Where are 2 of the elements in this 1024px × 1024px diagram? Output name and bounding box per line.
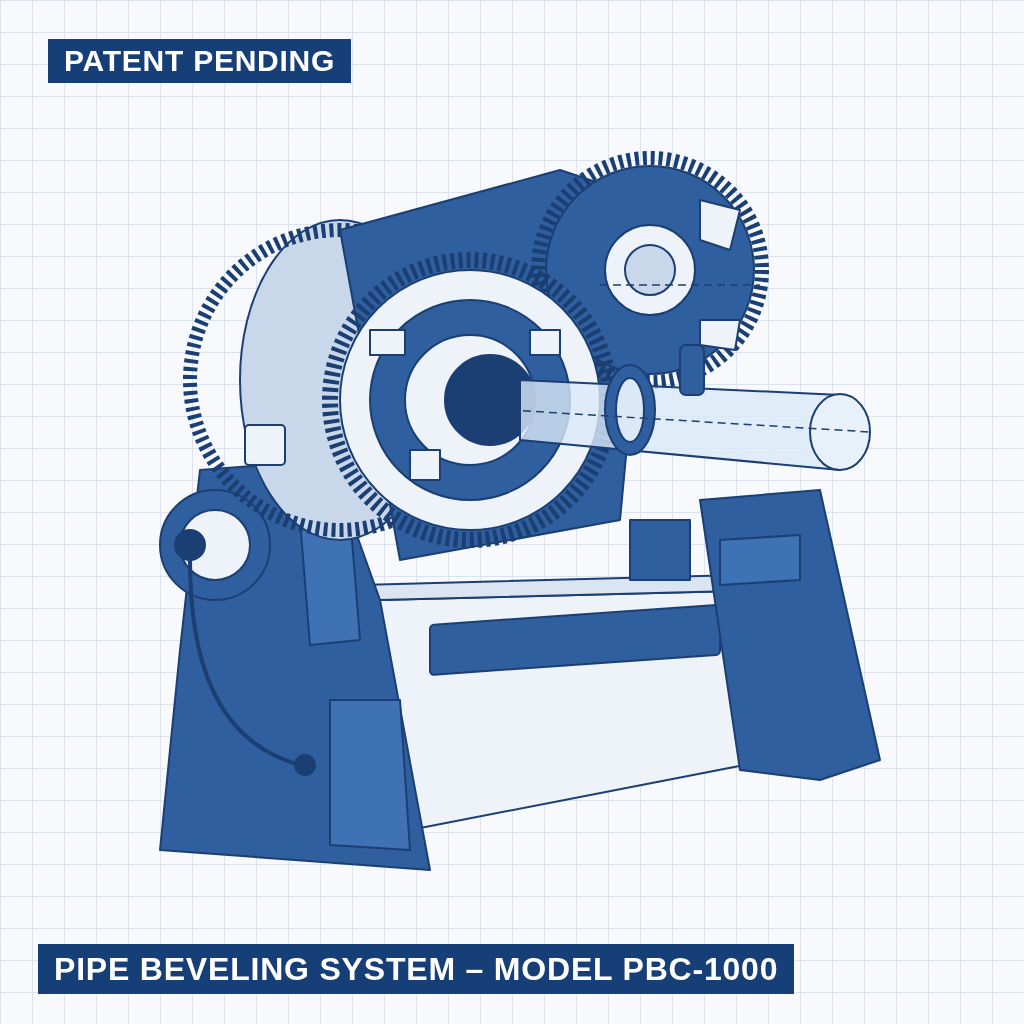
caption: PIPE BEVELING SYSTEM – MODEL PBC-1000 bbox=[38, 944, 795, 994]
stamp-label: PATENT PENDING bbox=[48, 39, 352, 83]
